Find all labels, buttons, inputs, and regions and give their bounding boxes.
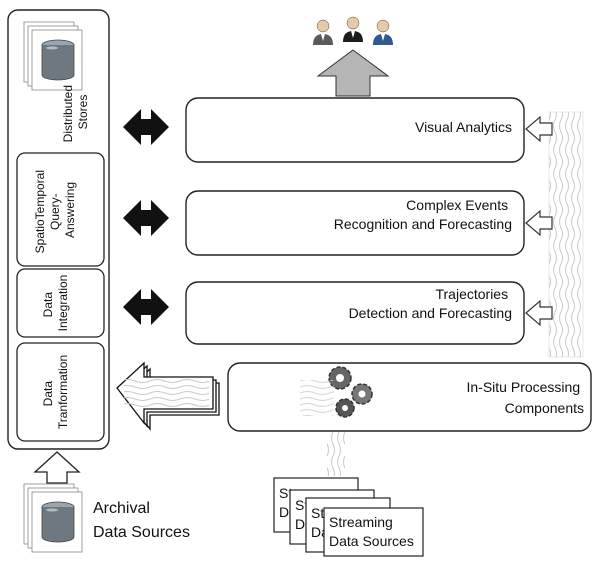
svg-text:St: St (311, 505, 324, 521)
distributed-stores-label: Distributed Stores (61, 82, 90, 143)
streaming-front-card (323, 507, 424, 557)
spatiotemporal-box (16, 152, 105, 267)
visual-analytics-bidirectional-arrow (123, 109, 169, 145)
streaming-label: Streaming Data Sources (329, 514, 414, 549)
trajectories-bidirectional-arrow (123, 289, 169, 325)
transformation-input-arrows (116, 361, 220, 431)
data-transformation-box (16, 342, 105, 442)
complex-events-box (185, 190, 525, 256)
data-integration-box (16, 268, 105, 338)
complex-events-bidirectional-arrow (123, 200, 169, 236)
spatiotemporal-label: SpatioTemporal Query- Answering (33, 167, 77, 254)
stream-to-layer-arrows (525, 115, 553, 327)
svg-text:St: St (279, 485, 292, 501)
data-transformation-label: Data Tranformation (41, 355, 70, 429)
stream-into-in-situ (327, 432, 345, 476)
in-situ-box (227, 362, 592, 432)
stream-column (548, 111, 584, 358)
trajectories-box (185, 281, 525, 345)
distributed-stores-db-icon (24, 22, 82, 90)
gears-icon (300, 366, 373, 418)
archival-db-icon (24, 484, 82, 552)
users-icon (312, 16, 394, 46)
svg-text:St: St (295, 497, 308, 513)
visual-analytics-label: Visual Analytics (415, 119, 512, 135)
visual-analytics-box (185, 97, 525, 163)
archival-up-arrow (33, 451, 81, 484)
data-integration-label: Data Integration (41, 275, 70, 332)
streaming-sources-stack: St Da St Da St Da Streaming Data Sources (273, 477, 424, 557)
in-situ-label: In-Situ Processing Components (467, 379, 585, 416)
archival-label: Archival Data Sources (93, 500, 190, 541)
trajectories-label: Trajectories Detection and Forecasting (349, 286, 512, 321)
output-up-arrow (316, 49, 390, 97)
complex-events-label: Complex Events Recognition and Forecasti… (334, 197, 512, 232)
